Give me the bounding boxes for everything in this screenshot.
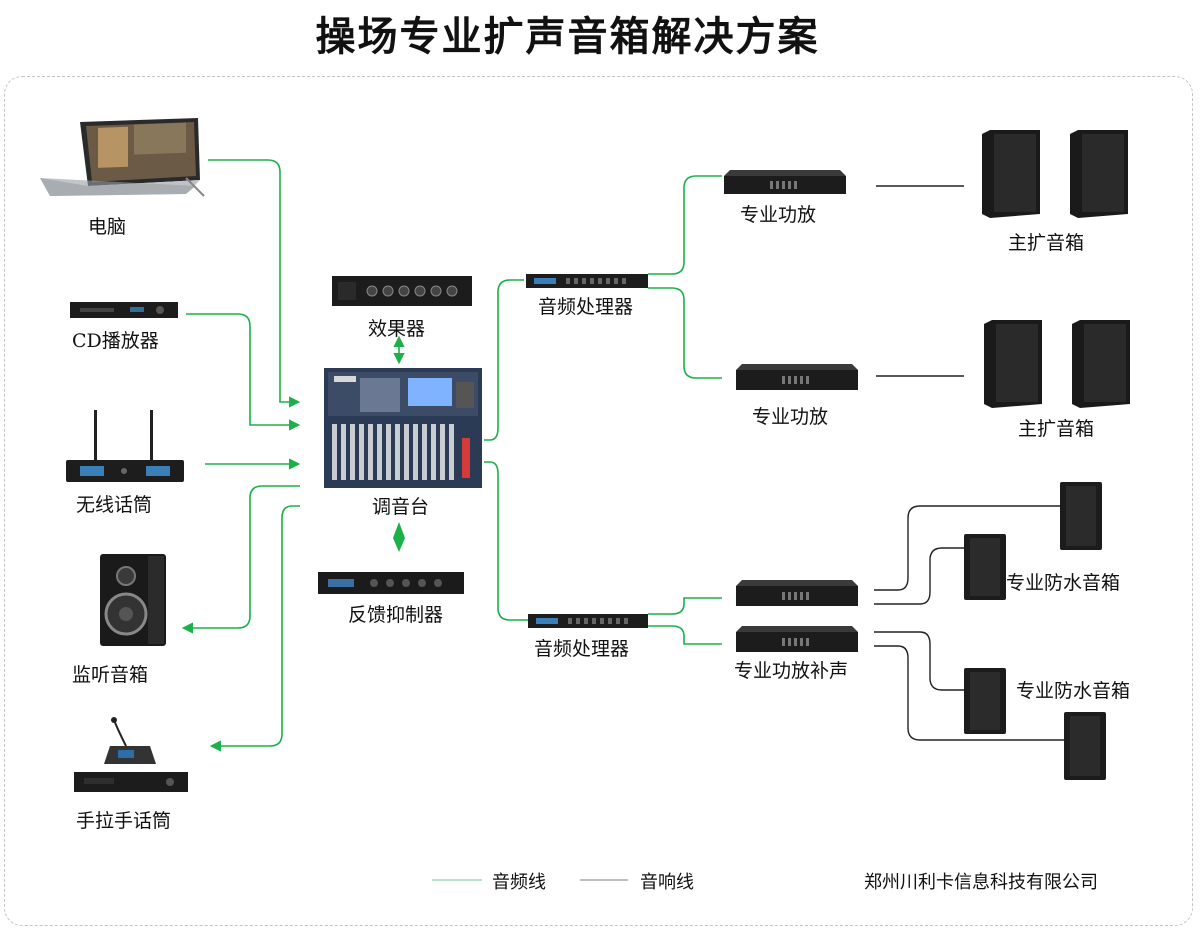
wire-mixer-processor-2 bbox=[484, 461, 528, 621]
wire-proc2-amp-fill bbox=[648, 625, 722, 645]
effects-label: 效果器 bbox=[368, 318, 426, 340]
wire-fill-wp-b bbox=[874, 645, 1066, 741]
paging-mic-label: 手拉手话筒 bbox=[76, 810, 172, 832]
amplifier-1-label: 专业功放 bbox=[740, 204, 817, 226]
fill-amplifier-label: 专业功放补声 bbox=[734, 660, 849, 682]
main-speaker-pair-2-icon bbox=[984, 320, 1130, 408]
fill-amplifier-icon bbox=[736, 626, 858, 652]
monitor-speaker-label: 监听音箱 bbox=[72, 664, 149, 686]
waterproof-speaker-c-icon bbox=[964, 668, 1006, 734]
audio-processor-2-label: 音频处理器 bbox=[534, 638, 630, 660]
feedback-suppressor-icon bbox=[318, 572, 464, 594]
mixer-feedback-arrow bbox=[393, 522, 405, 552]
wireless-mic-receiver-icon bbox=[66, 410, 184, 482]
audio-processor-1-icon bbox=[526, 274, 648, 288]
mixer-label: 调音台 bbox=[372, 496, 430, 518]
waterproof-speaker-b-icon bbox=[964, 534, 1006, 600]
amplifier-3-icon bbox=[736, 580, 858, 606]
wireless-mic-label: 无线话筒 bbox=[76, 494, 153, 516]
waterproof-speaker-2-label: 专业防水音箱 bbox=[1016, 680, 1131, 702]
paging-mic-icon bbox=[74, 717, 188, 792]
legend-lines bbox=[432, 879, 628, 881]
diagram-frame bbox=[4, 76, 1193, 926]
amplifier-2-label: 专业功放 bbox=[752, 406, 829, 428]
wire-mixer-processor-1 bbox=[484, 279, 524, 441]
company-name: 郑州川利卡信息科技有限公司 bbox=[864, 872, 1098, 893]
waterproof-speaker-1-label: 专业防水音箱 bbox=[1006, 572, 1121, 594]
wire-proc1-amp2 bbox=[648, 287, 722, 379]
main-speaker-1-label: 主扩音箱 bbox=[1008, 232, 1085, 254]
wire-cd-mixer bbox=[186, 313, 301, 431]
wire-amp3-wp-b bbox=[874, 547, 966, 605]
legend-audio-line: 音频线 bbox=[492, 872, 546, 893]
legend-speaker-line: 音响线 bbox=[640, 872, 694, 893]
cd-player-label: CD播放器 bbox=[72, 330, 159, 352]
monitor-speaker-icon bbox=[100, 554, 166, 646]
wire-proc2-amp3 bbox=[648, 597, 722, 615]
main-speaker-pair-1-icon bbox=[982, 130, 1128, 218]
wire-mixer-monitor bbox=[181, 485, 300, 634]
waterproof-speaker-d-icon bbox=[1064, 712, 1106, 780]
feedback-suppressor-label: 反馈抑制器 bbox=[348, 604, 444, 626]
amplifier-2-icon bbox=[736, 364, 858, 390]
computer-label: 电脑 bbox=[88, 216, 127, 238]
wire-computer-mixer bbox=[208, 159, 301, 408]
audio-processor-2-icon bbox=[528, 614, 648, 628]
wire-amp3-wp-a bbox=[874, 505, 1060, 591]
laptop-icon bbox=[40, 118, 205, 197]
waterproof-speaker-a-icon bbox=[1060, 482, 1102, 550]
audio-processor-1-label: 音频处理器 bbox=[538, 296, 634, 318]
wire-mixer-paging bbox=[209, 505, 300, 752]
mixer-icon bbox=[324, 368, 482, 488]
wire-fill-wp-a bbox=[874, 631, 966, 691]
main-speaker-2-label: 主扩音箱 bbox=[1018, 418, 1095, 440]
amplifier-1-icon bbox=[724, 170, 846, 194]
cd-player-icon bbox=[70, 302, 178, 318]
effects-processor-icon bbox=[332, 276, 472, 306]
page-title: 操场专业扩声音箱解决方案 bbox=[315, 13, 820, 60]
wire-proc1-amp1 bbox=[648, 175, 722, 275]
